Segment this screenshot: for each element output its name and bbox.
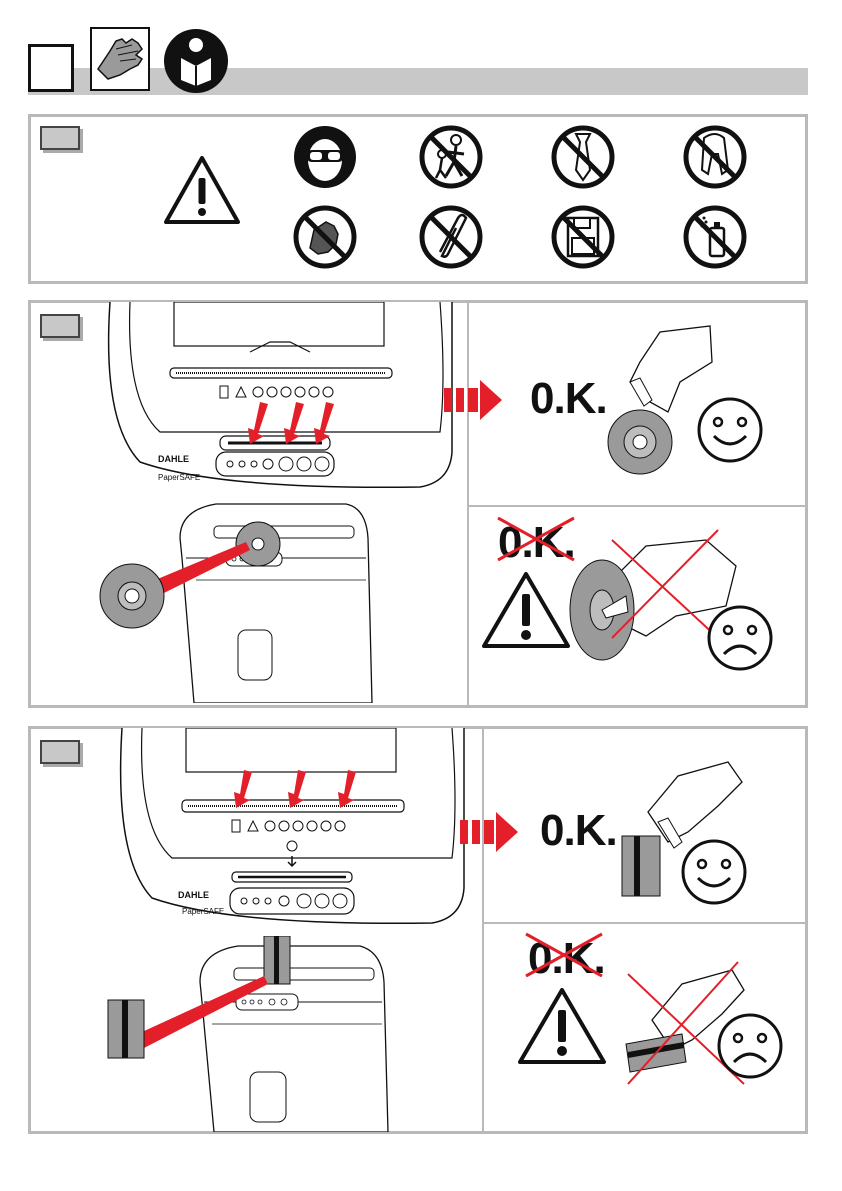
shredder-with-cd — [96, 498, 376, 703]
arrow-right-icon — [444, 380, 504, 420]
panel-divider — [467, 300, 469, 708]
sad-face-icon — [706, 604, 774, 672]
shredder-with-card — [104, 936, 394, 1132]
shredder-top-closeup: DAHLE PaperSAFE — [112, 728, 472, 928]
ok-label: 0.K. — [530, 374, 607, 424]
no-children-icon — [418, 124, 484, 190]
svg-text:DAHLE: DAHLE — [178, 890, 209, 900]
section-tag-2 — [40, 314, 80, 338]
ok-label: 0.K. — [540, 806, 617, 856]
svg-text:PaperSAFE: PaperSAFE — [158, 473, 200, 482]
happy-face-icon — [696, 396, 764, 464]
cross-mark-icon — [522, 930, 606, 980]
section-tag-1 — [40, 126, 80, 150]
no-hands-icon — [292, 204, 358, 270]
arrow-right-icon — [460, 812, 520, 852]
warning-triangle-icon — [516, 986, 608, 1066]
shredder-top-closeup: DAHLE PaperSAFE — [100, 302, 460, 492]
no-aerosols-icon — [682, 204, 748, 270]
svg-text:DAHLE: DAHLE — [158, 454, 189, 464]
glove-hand-icon — [90, 27, 150, 91]
step-number-box — [28, 44, 74, 92]
warning-triangle-icon — [162, 154, 242, 226]
read-manual-icon — [163, 28, 229, 94]
happy-face-icon — [680, 838, 748, 906]
panel-divider — [482, 726, 484, 1134]
no-floppy-disks-icon — [550, 204, 616, 270]
wear-eye-protection-icon — [292, 124, 358, 190]
panel-divider — [468, 505, 808, 507]
warning-triangle-icon — [480, 570, 572, 650]
section-tag-3 — [40, 740, 80, 764]
panel-divider — [483, 922, 808, 924]
no-paper-clips-icon — [418, 204, 484, 270]
no-ties-icon — [550, 124, 616, 190]
svg-text:PaperSAFE: PaperSAFE — [182, 907, 224, 916]
sad-face-icon — [716, 1012, 784, 1080]
no-long-hair-icon — [682, 124, 748, 190]
